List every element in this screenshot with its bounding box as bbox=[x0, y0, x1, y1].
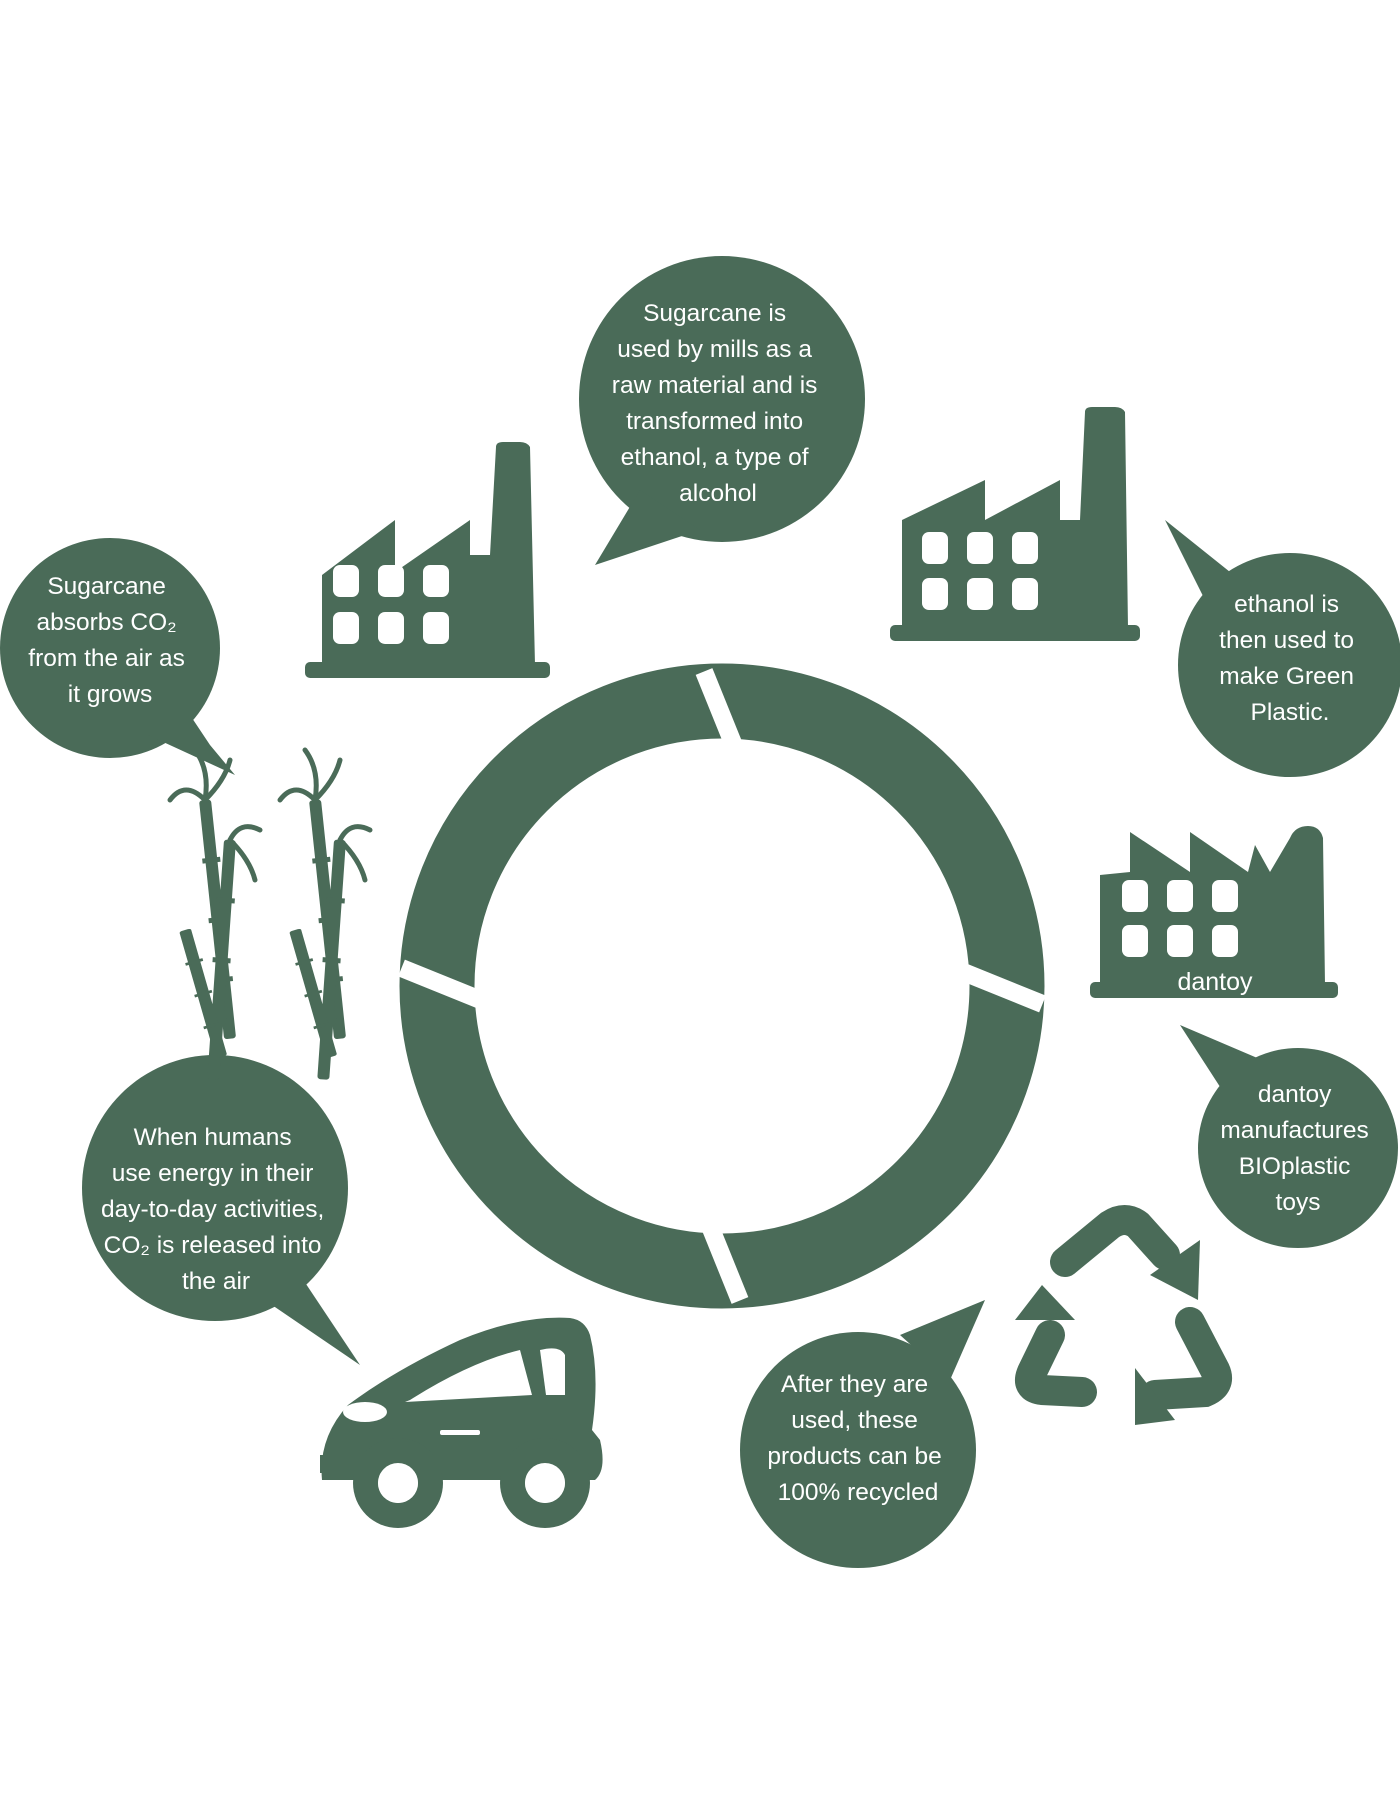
svg-text:Sugarcane absorbs CO₂: Sugarcane absorbs CO₂ from the air as it… bbox=[28, 573, 191, 708]
recycle-icon bbox=[1015, 1205, 1232, 1425]
dantoy-factory-icon: dantoy bbox=[1090, 826, 1338, 998]
factory-icon bbox=[890, 407, 1140, 641]
dantoy-label: dantoy bbox=[1177, 968, 1253, 996]
factory-icon bbox=[305, 442, 550, 678]
sugarcane-icon bbox=[167, 747, 373, 1081]
svg-text:After they are used, t: After they are used, these products can … bbox=[767, 1371, 948, 1506]
bubble-sugarcane-absorbs: Sugarcane absorbs CO₂ from the air as it… bbox=[0, 538, 235, 775]
svg-text:Sugarcane is used by m: Sugarcane is used by mills as a raw mate… bbox=[612, 300, 824, 507]
svg-text:dantoy manufactures: dantoy manufactures BIOplastic toys bbox=[1220, 1081, 1375, 1216]
bubble-recycled: After they are used, these products can … bbox=[740, 1300, 985, 1568]
bubble-humans-energy: When humans use energy in their day-to-d… bbox=[82, 1055, 360, 1365]
bubble-dantoy-manufactures: dantoy manufactures BIOplastic toys bbox=[1180, 1025, 1398, 1248]
bubble-green-plastic: ethanol is then used to make Green Plast… bbox=[1165, 520, 1400, 777]
car-icon bbox=[320, 1317, 603, 1528]
svg-text:When humans use energy: When humans use energy in their day-to-d… bbox=[101, 1124, 331, 1295]
cycle-ring bbox=[398, 663, 1046, 1309]
svg-text:ethanol is then used: ethanol is then used to make Green Plast… bbox=[1219, 591, 1361, 726]
bubble-mill-ethanol: Sugarcane is used by mills as a raw mate… bbox=[579, 256, 865, 565]
